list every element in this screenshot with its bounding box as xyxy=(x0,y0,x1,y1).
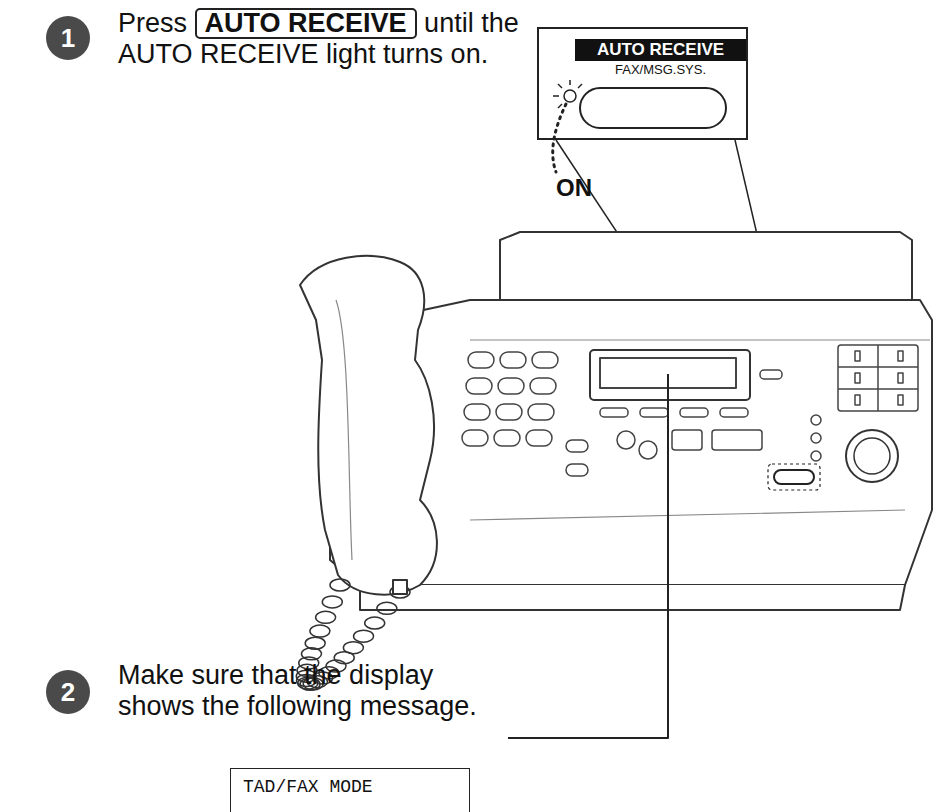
body-edge xyxy=(470,339,930,340)
handset-edge xyxy=(336,300,352,560)
button-label-band: AUTO RECEIVE xyxy=(575,39,746,61)
callout-box: AUTO RECEIVEFAX/MSG.SYS. xyxy=(537,27,748,140)
leader-line xyxy=(508,374,668,738)
step-number: 1 xyxy=(46,16,90,60)
keypad xyxy=(462,352,588,476)
indicator-light xyxy=(564,90,576,102)
step-number: 2 xyxy=(46,670,90,714)
auto-receive-button xyxy=(774,470,814,484)
one-touch-buttons xyxy=(838,345,918,411)
paper-cover xyxy=(500,232,912,300)
light-rays xyxy=(553,80,582,108)
handset xyxy=(300,256,437,595)
function-buttons xyxy=(600,370,821,461)
instruction-text: Press AUTO RECEIVE until the AUTO RECEIV… xyxy=(118,8,538,70)
display-box: TAD/FAX MODE xyxy=(230,768,470,812)
instruction-text: Make sure that the display shows the fol… xyxy=(118,660,508,722)
status-label: ON xyxy=(556,174,592,202)
dial-inner xyxy=(854,438,890,474)
dial xyxy=(846,430,898,482)
button-oval xyxy=(580,88,726,128)
instruction-word: Press xyxy=(118,8,187,38)
cord-jack xyxy=(393,580,407,594)
front-edge xyxy=(470,510,905,520)
display-panel xyxy=(590,350,750,400)
body-base xyxy=(360,585,905,610)
dotted-leader xyxy=(553,104,566,172)
node-text: TAD/FAX MODE xyxy=(243,777,457,797)
button-name: AUTO RECEIVE xyxy=(195,8,417,39)
button-highlight xyxy=(768,464,820,490)
button-sublabel: FAX/MSG.SYS. xyxy=(575,61,746,79)
